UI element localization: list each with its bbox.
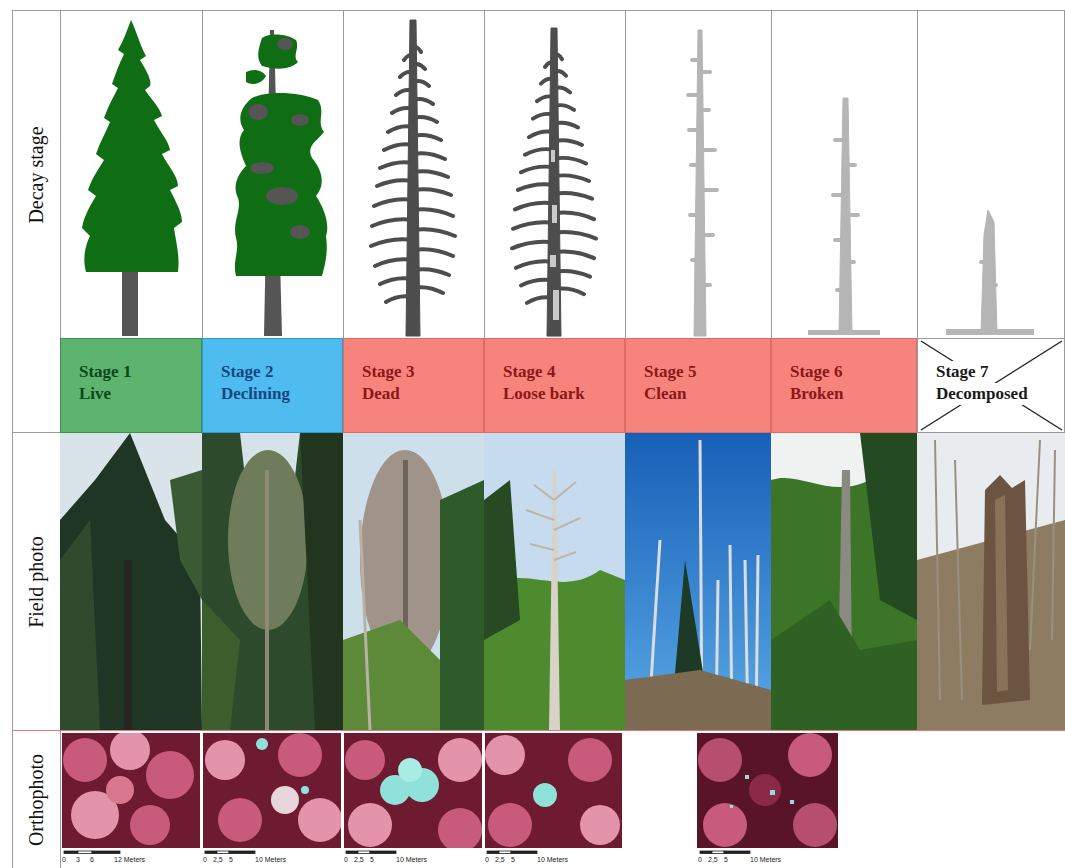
grid-lines: [12, 10, 1065, 868]
field-photo: [771, 433, 917, 730]
stage-label: Decomposed: [936, 383, 1028, 405]
declining-tree: [235, 30, 327, 336]
stage-label: Dead: [362, 383, 400, 405]
stage-box: Stage 5Clean: [625, 338, 771, 433]
scale-label: 10 Meters: [750, 856, 781, 864]
scale-label: 0: [203, 856, 207, 864]
scale-label: 0: [344, 856, 348, 864]
stage-box: Stage 2Declining: [202, 338, 343, 433]
scale-label: 10 Meters: [537, 856, 568, 864]
scale-label: 2,5: [495, 856, 505, 864]
stage-label: Loose bark: [503, 383, 585, 405]
field-photo: [343, 433, 484, 730]
scale-label: 0: [62, 856, 66, 864]
stage-label: Stage 3: [362, 361, 414, 383]
field-photo: [625, 433, 771, 730]
stage-label: Live: [79, 383, 111, 405]
field-photo: [484, 433, 625, 730]
scale-label: 3: [76, 856, 80, 864]
stage-label: Declining: [221, 383, 290, 405]
live-tree: [82, 20, 182, 336]
stage-box: Stage 1Live: [60, 338, 202, 433]
field-photo: [917, 433, 1065, 730]
clean-snag: [688, 30, 717, 336]
scale-label: 2,5: [354, 856, 364, 864]
scale-label: 0: [698, 856, 702, 864]
scale-label: 5: [370, 856, 374, 864]
loose-bark-tree: [512, 28, 596, 336]
scale-label: 5: [229, 856, 233, 864]
scale-label: 5: [724, 856, 728, 864]
stage-label: Broken: [790, 383, 844, 405]
stage-box: Stage 6Broken: [771, 338, 917, 433]
field-photo: [60, 433, 202, 730]
scale-label: 6: [90, 856, 94, 864]
dead-tree: [371, 20, 455, 336]
field-photo: [202, 433, 343, 730]
row-header: Field photo: [25, 536, 48, 628]
cross-out: [921, 341, 1062, 430]
stage-label: Stage 2: [221, 361, 273, 383]
row-header: Decay stage: [25, 126, 48, 223]
scale-label: 0: [485, 856, 489, 864]
broken-snag: [808, 98, 880, 335]
orthophoto-tile: [62, 733, 200, 848]
stage-box: Stage 3Dead: [343, 338, 484, 433]
orthophoto-tile: [485, 733, 622, 848]
orthophoto-tile: [697, 733, 838, 848]
scale-label: 10 Meters: [396, 856, 427, 864]
stage-label: Stage 1: [79, 361, 131, 383]
scale-bars: [64, 851, 750, 854]
stage-box: Stage 4Loose bark: [484, 338, 625, 433]
scale-label: 12 Meters: [114, 856, 145, 864]
orthophoto-tile: [344, 733, 482, 848]
bark-patches: [550, 150, 559, 320]
stage-label: Stage 7: [936, 361, 988, 383]
orthophoto-tile: [203, 733, 341, 848]
decomposed-stump: [946, 210, 1034, 335]
scale-label: 10 Meters: [255, 856, 286, 864]
row-header: Orthophoto: [25, 754, 48, 846]
stage-label: Clean: [644, 383, 687, 405]
stage-label: Stage 6: [790, 361, 842, 383]
stage-label: Stage 5: [644, 361, 696, 383]
scale-label: 5: [511, 856, 515, 864]
stage-box: Stage 7Decomposed: [917, 338, 1065, 433]
scale-label: 2,5: [213, 856, 223, 864]
scale-label: 2,5: [708, 856, 718, 864]
stage-label: Stage 4: [503, 361, 555, 383]
